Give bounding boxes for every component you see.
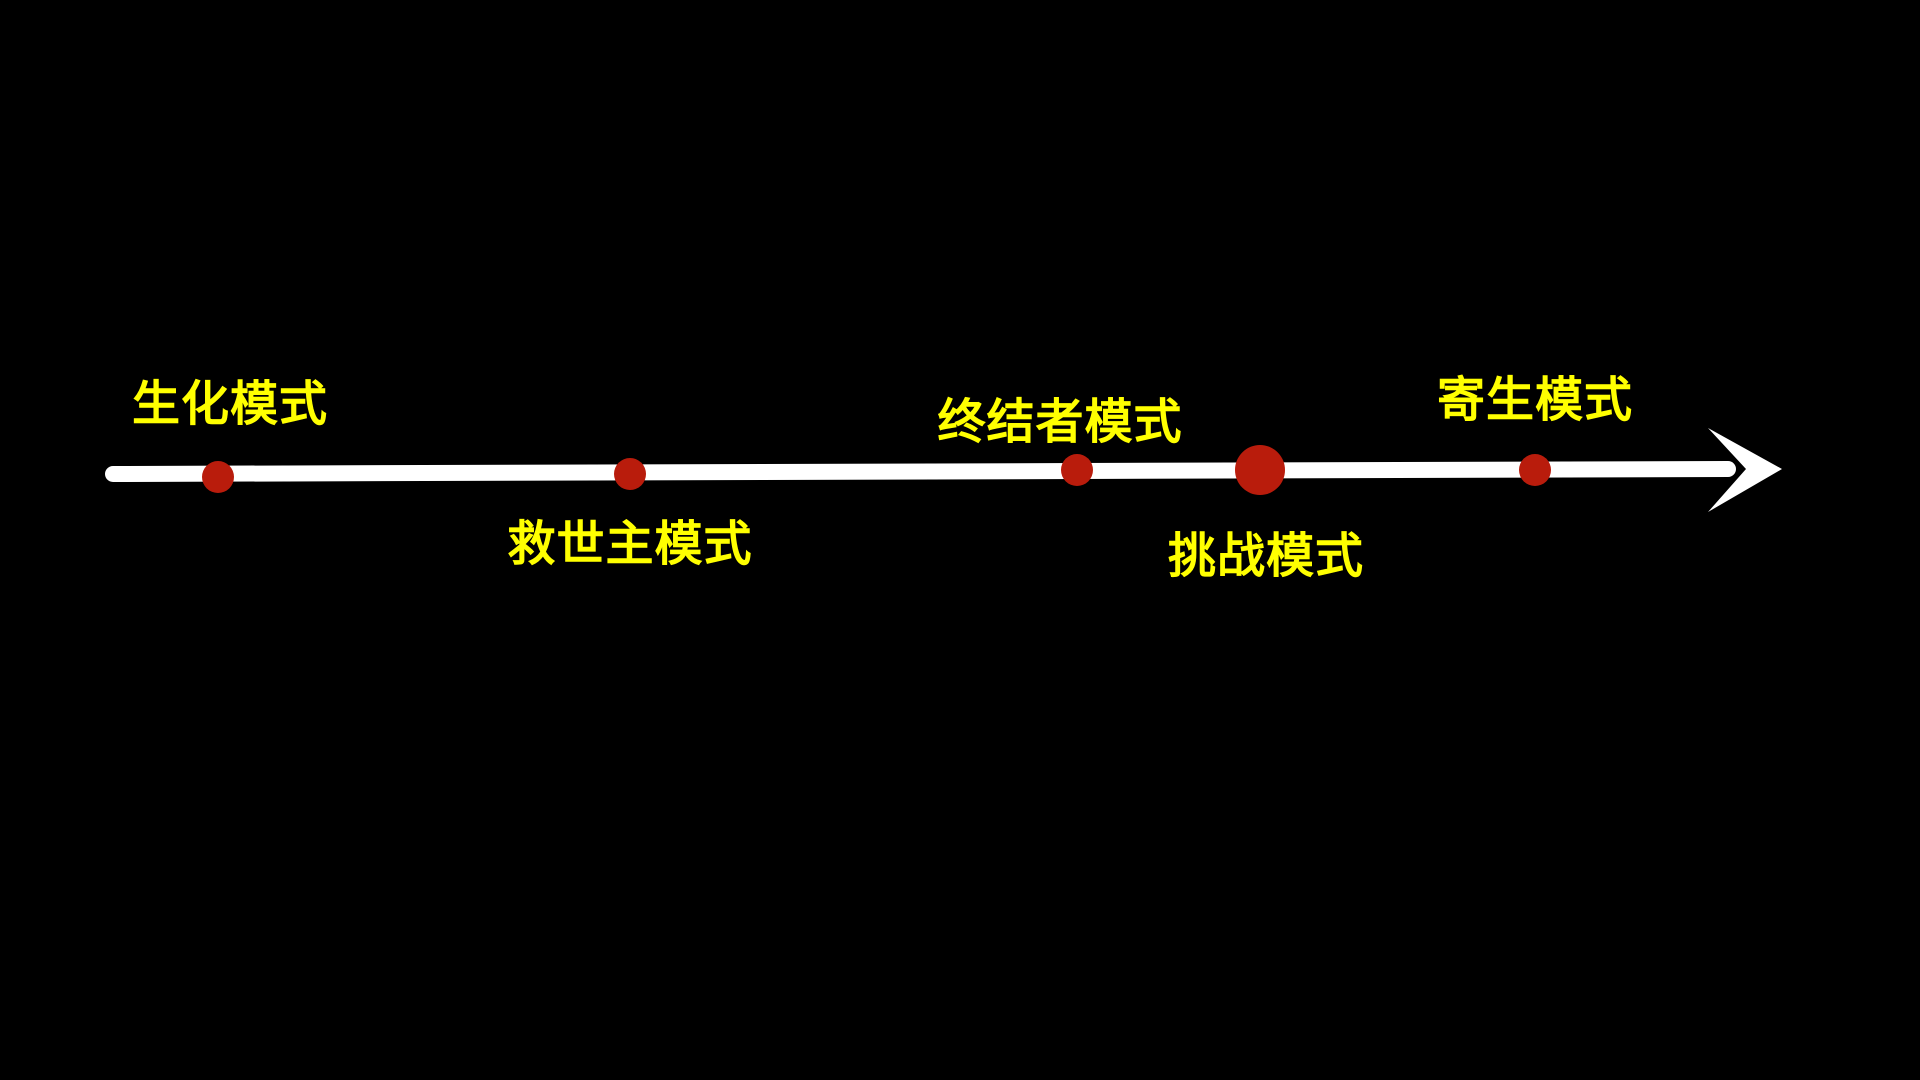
arrow-right-icon <box>1708 428 1782 512</box>
timeline-marker-1 <box>202 461 234 493</box>
event-label-1: 生化模式 <box>131 376 329 432</box>
event-label-3: 终结者模式 <box>937 394 1183 450</box>
timeline-marker-5 <box>1519 454 1551 486</box>
timeline-axis <box>105 461 1736 482</box>
timeline-marker-3 <box>1061 454 1093 486</box>
event-label-2: 救世主模式 <box>507 516 753 572</box>
timeline-marker-2 <box>614 458 646 490</box>
timeline-marker-4 <box>1235 445 1285 495</box>
event-label-4: 挑战模式 <box>1167 528 1365 584</box>
event-label-5: 寄生模式 <box>1436 372 1634 428</box>
